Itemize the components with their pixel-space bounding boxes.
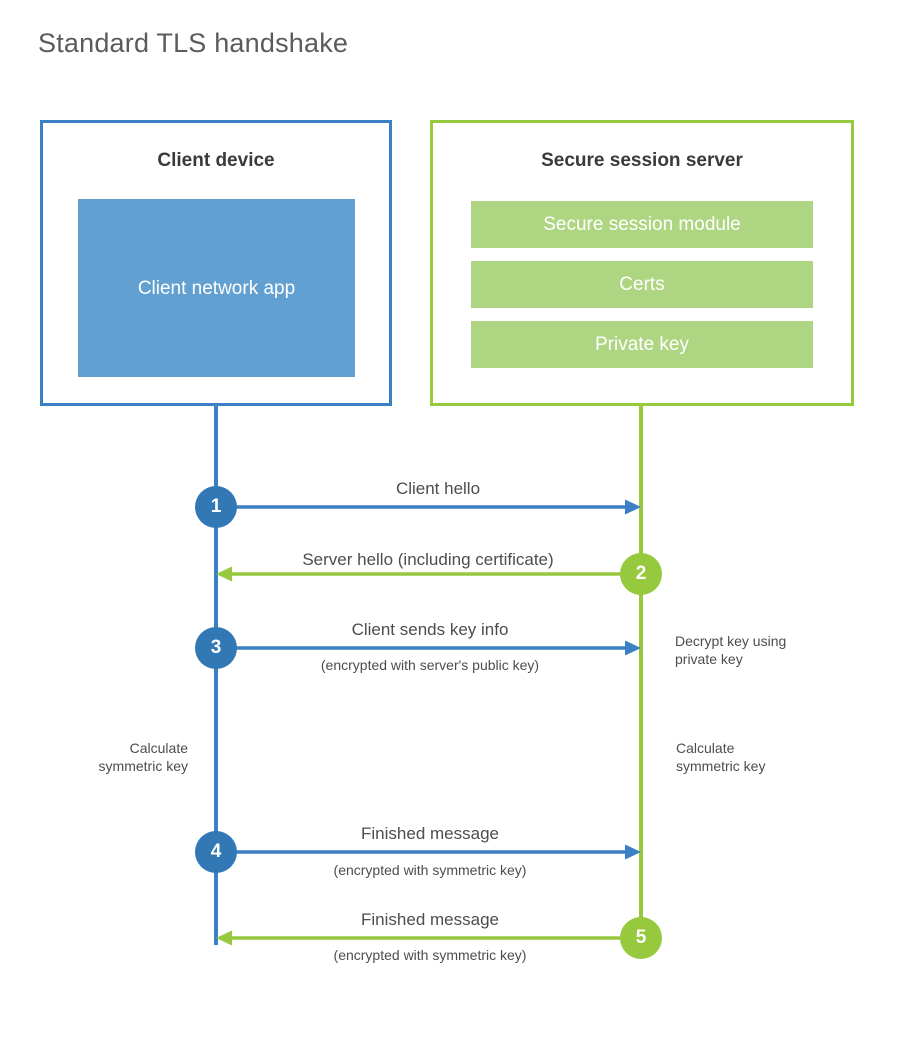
- server-bar-secure-session-module: Secure session module: [471, 201, 813, 248]
- note-decrypt-key: Decrypt key using private key: [675, 633, 787, 667]
- message-sublabel-5: (encrypted with symmetric key): [333, 947, 527, 963]
- step-circle-5[interactable]: 5: [620, 917, 662, 959]
- arrow-step-1: [216, 499, 641, 515]
- step-circle-3[interactable]: 3: [195, 627, 237, 669]
- step-circle-4[interactable]: 4: [195, 831, 237, 873]
- page-title: Standard TLS handshake: [38, 28, 349, 58]
- server-bar-private-key: Private key: [471, 321, 813, 368]
- note-client-calculate-symmetric-key: Calculate symmetric key: [98, 740, 188, 774]
- arrow-step-5: [216, 930, 641, 946]
- client-lifeline: [214, 406, 218, 945]
- server-lifeline: [639, 406, 643, 939]
- arrow-step-4: [216, 844, 641, 860]
- message-label-5: Finished message: [361, 910, 499, 929]
- note-server-calculate-symmetric-key: Calculate symmetric key: [676, 740, 766, 774]
- message-label-1: Client hello: [395, 479, 481, 498]
- message-label-4: Finished message: [361, 824, 499, 843]
- message-sublabel-3: (encrypted with server's public key): [320, 657, 540, 673]
- client-device-box: Client device Client network app: [40, 120, 392, 406]
- step-circle-2[interactable]: 2: [620, 553, 662, 595]
- client-network-app-block: Client network app: [78, 199, 355, 377]
- message-sublabel-4: (encrypted with symmetric key): [333, 862, 527, 878]
- server-bar-certs: Certs: [471, 261, 813, 308]
- secure-session-server-box: Secure session server Secure session mod…: [430, 120, 854, 406]
- message-label-3: Client sends key info: [351, 620, 509, 639]
- client-device-title: Client device: [157, 150, 275, 171]
- secure-session-server-title: Secure session server: [541, 150, 743, 171]
- message-label-2: Server hello (including certificate): [302, 550, 554, 569]
- step-circle-1[interactable]: 1: [195, 486, 237, 528]
- arrow-step-3: [216, 640, 641, 656]
